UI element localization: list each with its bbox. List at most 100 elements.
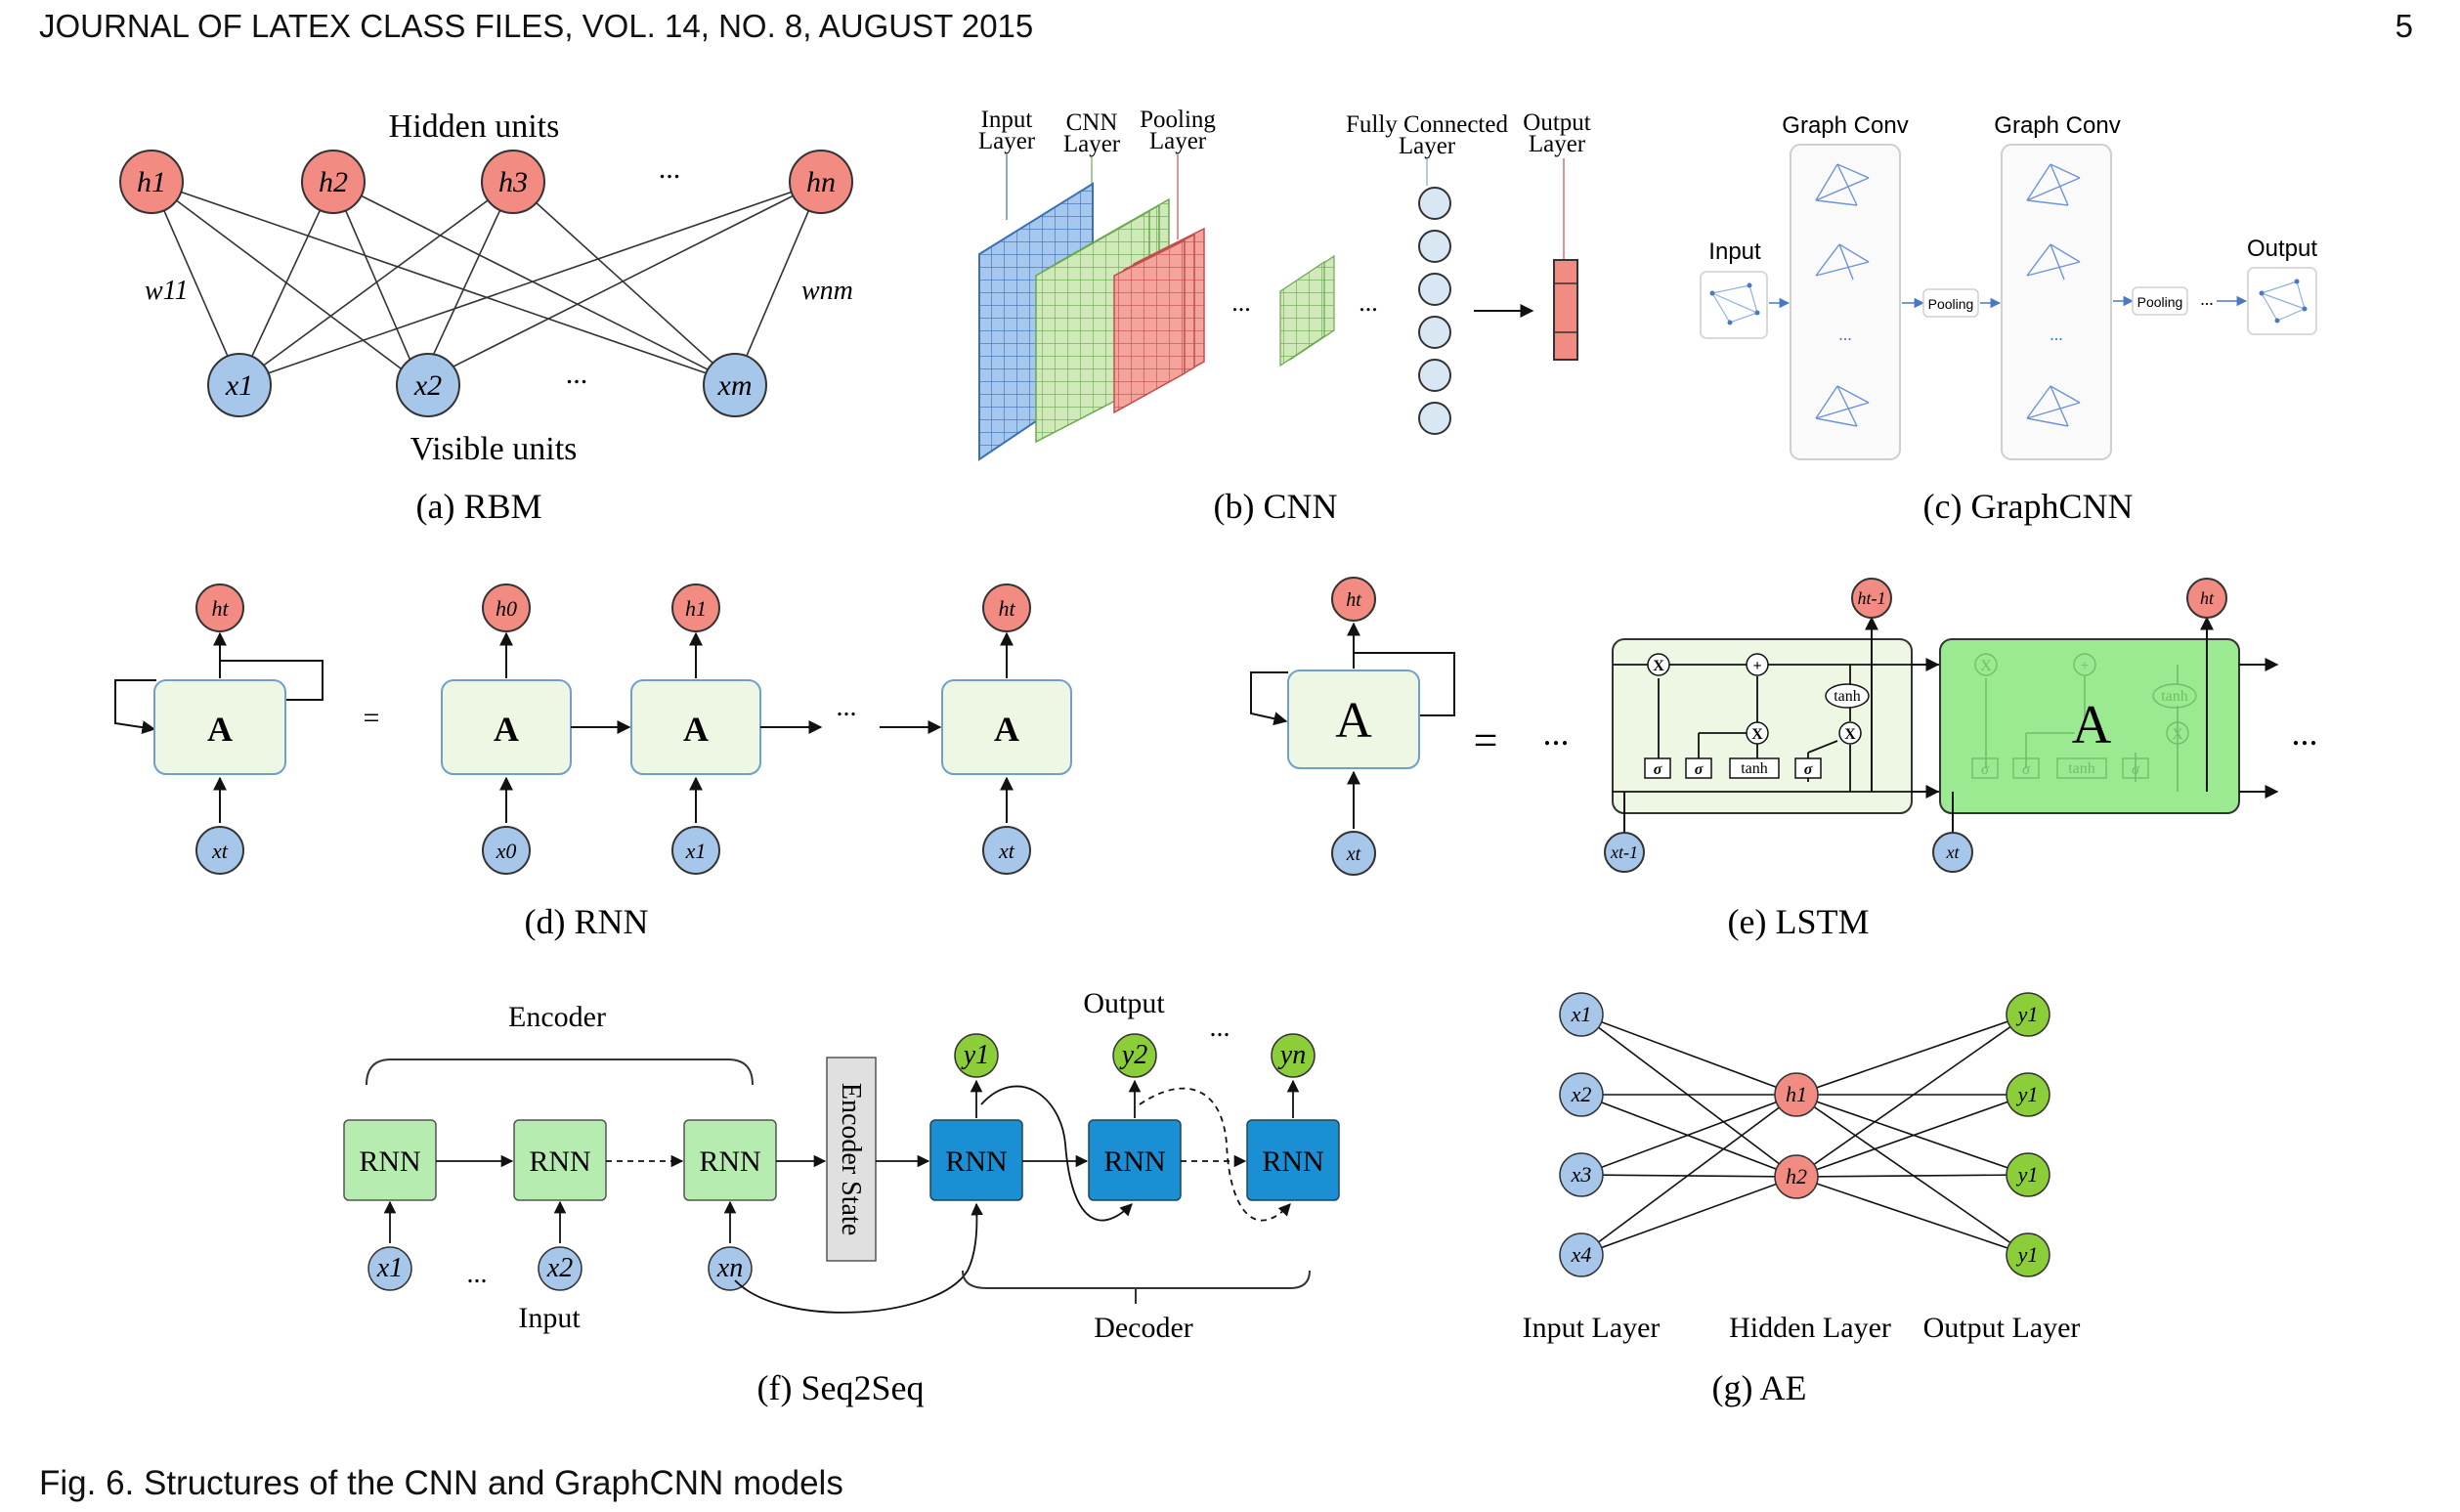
cnn-input-layer-label-2: Layer: [978, 128, 1036, 154]
ae-hidden-layer-label: Hidden Layer: [1729, 1312, 1891, 1344]
lstm-prev-times-3: X: [1844, 726, 1856, 743]
ae-input-layer-label: Input Layer: [1523, 1312, 1661, 1344]
graphcnn-box1-ellipsis: ...: [1838, 324, 1852, 344]
rnn-chain-ht: ht: [998, 596, 1015, 621]
rnn-cell-0-label: A: [494, 710, 519, 749]
rbm-hidden-units: [119, 150, 853, 214]
lstm-cur-sigma-3: σ: [2132, 761, 2140, 778]
rnn-folded-x: xt: [211, 839, 229, 863]
lstm-prev-plus: +: [1752, 658, 1761, 674]
cnn-fully-connected-neurons: [1418, 187, 1451, 435]
cnn-ellipsis-2: ...: [1359, 288, 1378, 317]
cnn-output-layer-label-2: Layer: [1529, 131, 1586, 157]
lstm-panel: A ht xt = ...: [1250, 577, 2318, 941]
graphcnn-graphconv-box-2: ...: [2001, 144, 2112, 460]
rnn-folded-cell: [153, 679, 286, 775]
seq2seq-caption: (f) Seq2Seq: [757, 1368, 925, 1407]
seq2seq-input-label: Input: [518, 1302, 581, 1334]
lstm-cur-cell-label: A: [2072, 695, 2112, 756]
seq2seq-x1: x1: [376, 1253, 403, 1283]
seq2seq-decoder-rnn-3: RNN: [1262, 1145, 1323, 1178]
rnn-folded-h: ht: [211, 596, 229, 621]
lstm-left-ellipsis: ...: [1543, 713, 1570, 753]
rbm-visible-units: [207, 353, 767, 417]
rnn-panel: A ht xt = A A A ...: [114, 583, 1072, 941]
lstm-prev-sigma-1: σ: [1654, 761, 1662, 778]
seq2seq-panel: Encoder RNN RNN RNN x1 x2 xn ...: [343, 987, 1340, 1407]
graphcnn-graphconv-label-1: Graph Conv: [1782, 112, 1908, 139]
rbm-hn-label: hn: [806, 166, 836, 198]
seq2seq-x2: x2: [546, 1253, 573, 1283]
ae-h1: h1: [1786, 1082, 1807, 1106]
seq2seq-encoder-state-label: Encoder State: [836, 1083, 866, 1235]
cnn-cnn-layer-label-1: CNN: [1066, 109, 1118, 136]
ae-output-layer-label: Output Layer: [1923, 1312, 2081, 1344]
rnn-chain-ellipsis: ...: [837, 692, 857, 722]
cnn-small-feature-maps: [1279, 254, 1335, 367]
lstm-prev-times-1: X: [1653, 658, 1664, 674]
graphcnn-graphconv-label-2: Graph Conv: [1994, 112, 2120, 139]
seq2seq-input-ellipsis: ...: [467, 1259, 488, 1289]
rnn-equals: =: [364, 702, 380, 734]
rnn-unrolled-cells: [441, 679, 1072, 775]
lstm-cur-sigma-2: σ: [2022, 761, 2031, 778]
seq2seq-encoder-rnn-1: RNN: [359, 1145, 420, 1178]
graphcnn-pooling-label-1: Pooling: [1928, 296, 1974, 312]
lstm-x-prev: xt-1: [1610, 842, 1638, 862]
graphcnn-box2-ellipsis: ...: [2050, 324, 2063, 344]
ae-y1-c: y1: [2016, 1162, 2039, 1187]
lstm-folded-cell: [1287, 670, 1420, 769]
ae-y1-d: y1: [2016, 1242, 2039, 1267]
rbm-panel: Hidden units h1 h2 h3 hn ... x1 x2 xm ..…: [119, 108, 853, 526]
cnn-ellipsis-1: ...: [1231, 288, 1251, 317]
graphcnn-panel: Graph Conv Graph Conv Input Output ... P…: [1700, 112, 2317, 526]
lstm-cur-times-3: X: [2172, 726, 2183, 743]
rnn-folded-cell-label: A: [207, 710, 233, 749]
rbm-h2-label: h2: [319, 166, 348, 198]
lstm-x-cur: xt: [1946, 842, 1961, 862]
ae-x2: x2: [1571, 1082, 1592, 1106]
lstm-cur-tanh-ellipse: tanh: [2161, 688, 2188, 705]
seq2seq-encoder-state-box: [826, 1057, 877, 1262]
ae-x1: x1: [1571, 1002, 1592, 1026]
lstm-prev-times-2: X: [1751, 726, 1763, 743]
rnn-cell-t-label: A: [994, 710, 1019, 749]
ae-x4: x4: [1571, 1242, 1592, 1267]
rbm-caption: (a) RBM: [416, 487, 542, 526]
seq2seq-decoder-rnn-1: RNN: [945, 1145, 1007, 1178]
cnn-output-layer-label-1: Output: [1523, 109, 1591, 136]
ae-hidden-nodes: [1774, 1072, 1819, 1199]
lstm-folded-x: xt: [1346, 843, 1361, 865]
page-number: 5: [2395, 8, 2413, 44]
lstm-prev-sigma-2: σ: [1695, 761, 1704, 778]
rnn-chain-xt: xt: [998, 839, 1015, 863]
lstm-prev-sigma-3: σ: [1804, 761, 1813, 778]
cnn-output-layer-bar: [1553, 259, 1578, 361]
rnn-chain-x1: x1: [685, 839, 707, 863]
ae-h2: h2: [1786, 1164, 1807, 1188]
seq2seq-decoder-label: Decoder: [1094, 1312, 1193, 1344]
seq2seq-encoder-label: Encoder: [508, 1001, 606, 1033]
lstm-h-prev: ht-1: [1858, 588, 1886, 608]
rnn-caption: (d) RNN: [525, 902, 649, 941]
seq2seq-decoder-cells: [929, 1119, 1340, 1201]
cnn-pooling-layer-label-1: Pooling: [1140, 107, 1216, 133]
rbm-visible-ellipsis: ...: [566, 358, 588, 390]
seq2seq-encoder-rnn-3: RNN: [699, 1145, 760, 1178]
rbm-x1-label: x1: [225, 369, 253, 402]
graphcnn-pooling-box-1: [1922, 288, 1979, 318]
cnn-cnn-layer-label-2: Layer: [1063, 131, 1121, 157]
ae-caption: (g) AE: [1712, 1368, 1807, 1407]
rbm-top-label: Hidden units: [389, 108, 560, 145]
seq2seq-y1: y1: [961, 1040, 989, 1070]
graphcnn-pooling-label-2: Pooling: [2137, 294, 2183, 310]
rbm-hidden-ellipsis: ...: [659, 152, 681, 185]
figure-caption: Fig. 6. Structures of the CNN and GraphC…: [39, 1464, 843, 1502]
graphcnn-caption: (c) GraphCNN: [1923, 487, 2134, 526]
rnn-cell-1-label: A: [683, 710, 709, 749]
ae-x3: x3: [1571, 1162, 1592, 1187]
lstm-cur-plus: +: [2080, 658, 2089, 674]
seq2seq-xn: xn: [716, 1253, 743, 1283]
journal-header: JOURNAL OF LATEX CLASS FILES, VOL. 14, N…: [39, 8, 1034, 44]
seq2seq-output-ellipsis: ...: [1210, 1013, 1230, 1043]
